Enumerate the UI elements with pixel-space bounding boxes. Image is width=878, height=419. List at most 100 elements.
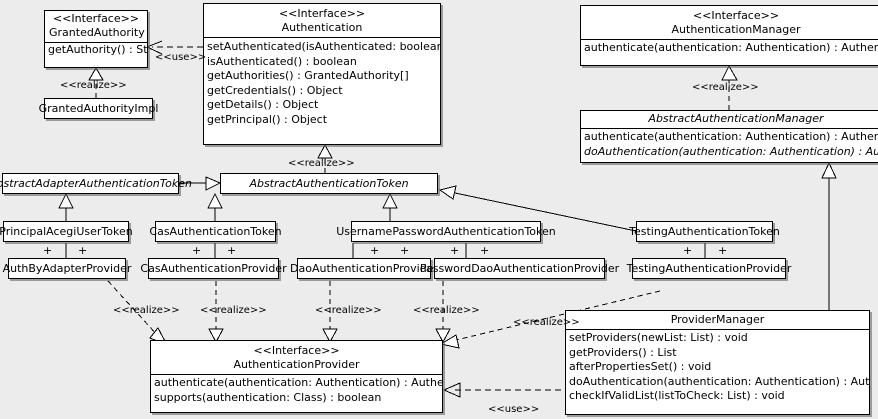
class-header-abstract-authentication-manager: AbstractAuthenticationManager [581, 111, 878, 128]
edge-label-use-providermanager-authenticationprovider: <<use>> [488, 404, 540, 415]
operation: checkIfValidList(listToCheck: List) : vo… [569, 389, 785, 402]
arrowhead-realize-authenticationmanager [721, 64, 738, 81]
operation: authenticate(authentication: Authenticat… [584, 41, 878, 54]
class-name-testing-authentication-provider: TestingAuthenticationProvider [626, 262, 792, 275]
arrowhead-generalize-abstractauthtoken-cas [207, 192, 223, 209]
class-password-dao-authentication-provider[interactable]: PasswordDaoAuthenticationProvider [419, 258, 620, 279]
assoc-adornment-plus: + [480, 244, 490, 257]
operations-authentication: setAuthenticated(isAuthenticated: boolea… [204, 37, 440, 127]
class-granted-authority[interactable]: <<Interface>> GrantedAuthority getAuthor… [44, 10, 148, 68]
operations-provider-manager: setProviders(newList: List) : void getPr… [566, 329, 869, 404]
class-cas-authentication-provider[interactable]: CasAuthenticationProvider [140, 258, 287, 279]
class-name-abstract-authentication-token: AbstractAuthenticationToken [249, 177, 409, 190]
class-authentication[interactable]: <<Interface>> Authentication setAuthenti… [203, 3, 441, 145]
class-cas-authentication-token[interactable]: CasAuthenticationToken [149, 221, 282, 242]
arrowhead-generalize-abstractauthtoken-left [205, 176, 222, 191]
operations-authentication-manager: authenticate(authentication: Authenticat… [581, 39, 878, 56]
class-name-granted-authority-impl: GrantedAuthorityImpl [38, 102, 159, 115]
class-name-password-dao-authentication-provider: PasswordDaoAuthenticationProvider [419, 262, 620, 275]
arrowhead-use-authprovider [442, 382, 461, 398]
class-name-principal-acegi-user-token: PrincipalAcegiUserToken [0, 225, 133, 238]
class-testing-authentication-token[interactable]: TestingAuthenticationToken [629, 221, 780, 242]
class-provider-manager[interactable]: ProviderManager setProviders(newList: Li… [565, 310, 870, 415]
arrowhead-generalize-abstractadaptertoken [58, 192, 74, 209]
arrowhead-realize-authentication [317, 143, 333, 159]
operation: afterPropertiesSet() : void [569, 360, 712, 373]
class-name-abstract-adapter-authentication-token: AbstractAdapterAuthenticationToken [0, 177, 192, 190]
class-header-provider-manager: ProviderManager [566, 311, 869, 329]
class-testing-authentication-provider[interactable]: TestingAuthenticationProvider [626, 258, 792, 279]
edge-label-realize-providermanager: <<realize>> [513, 317, 580, 328]
operation: getDetails() : Object [207, 98, 319, 111]
operation: supports(authentication: Class) : boolea… [154, 390, 382, 404]
operation: getProviders() : List [569, 345, 677, 359]
arrowhead-realize-authprovider-5 [439, 334, 460, 349]
operation: getCredentials() : Object [207, 83, 343, 97]
assoc-adornment-plus: + [43, 244, 53, 257]
arrowhead-realize-grantedauthority [88, 67, 104, 81]
class-name-auth-by-adapter-provider: AuthByAdapterProvider [2, 262, 132, 275]
assoc-adornment-plus: + [683, 244, 693, 257]
operations-granted-authority: getAuthority() : String [45, 42, 147, 58]
edge-label-realize-casauthenticationprovider: <<realize>> [200, 305, 267, 316]
class-dao-authentication-provider[interactable]: DaoAuthenticationProvider [290, 258, 438, 279]
arrowhead-generalize-abstractauthenticationmanager [821, 161, 837, 179]
stereotype-interface: <<Interface>> [52, 12, 140, 25]
class-auth-by-adapter-provider[interactable]: AuthByAdapterProvider [2, 258, 132, 279]
assoc-adornment-plus: + [400, 244, 410, 257]
class-header-authentication-manager: <<Interface>> AuthenticationManager [581, 6, 878, 39]
operations-authentication-provider: authenticate(authentication: Authenticat… [151, 374, 442, 405]
edge-label-realize-abstractauthenticationmanager: <<realize>> [692, 82, 759, 93]
operation: getPrincipal() : Object [207, 112, 328, 126]
assoc-adornment-plus: + [78, 244, 88, 257]
class-principal-acegi-user-token[interactable]: PrincipalAcegiUserToken [0, 221, 133, 242]
class-name-abstract-authentication-manager: AbstractAuthenticationManager [648, 112, 824, 125]
arrowhead-generalize-abstractauthtoken-upat [382, 192, 398, 209]
class-granted-authority-impl[interactable]: GrantedAuthorityImpl [38, 98, 159, 119]
operation: setProviders(newList: List) : void [569, 331, 748, 344]
class-abstract-authentication-token[interactable]: AbstractAuthenticationToken [220, 173, 438, 194]
edge-label-use-authentication-grantedauthority: <<use>> [155, 52, 207, 63]
class-name-authentication-provider: AuthenticationProvider [233, 358, 360, 371]
edge-label-realize-abstractauthenticationtoken: <<realize>> [288, 158, 355, 169]
edge-label-realize-authbyadapterprovider: <<realize>> [113, 305, 180, 316]
class-authentication-provider[interactable]: <<Interface>> AuthenticationProvider aut… [150, 340, 443, 413]
class-username-password-authentication-token[interactable]: UsernamePasswordAuthenticationToken [336, 221, 556, 242]
assoc-adornment-plus: + [718, 244, 728, 257]
class-name-granted-authority: GrantedAuthority [49, 26, 145, 39]
class-header-authentication: <<Interface>> Authentication [204, 4, 440, 37]
operation: authenticate(authentication: Authenticat… [154, 376, 442, 389]
edge-label-realize-daoauthenticationprovider: <<realize>> [315, 305, 382, 316]
class-name-cas-authentication-provider: CasAuthenticationProvider [140, 262, 287, 275]
operations-abstract-authentication-manager: authenticate(authentication: Authenticat… [581, 128, 878, 159]
class-name-dao-authentication-provider: DaoAuthenticationProvider [290, 262, 438, 275]
arrowhead-generalize-abstractauthtoken-right [438, 185, 457, 200]
class-name-authentication: Authentication [281, 21, 363, 34]
operation: authenticate(authentication: Authenticat… [584, 130, 878, 143]
assoc-adornment-plus: + [192, 244, 202, 257]
class-name-authentication-manager: AuthenticationManager [671, 23, 801, 36]
class-header-granted-authority: <<Interface>> GrantedAuthority [45, 11, 147, 42]
operation: getAuthority() : String [48, 43, 147, 56]
stereotype-interface: <<Interface>> [253, 344, 340, 357]
class-name-cas-authentication-token: CasAuthenticationToken [149, 225, 282, 238]
operation: isAuthenticated() : boolean [207, 54, 357, 68]
class-name-username-password-authentication-token: UsernamePasswordAuthenticationToken [336, 225, 556, 238]
assoc-adornment-plus: + [370, 244, 380, 257]
arrowhead-use-authprovider-lines [443, 382, 461, 398]
class-name-provider-manager: ProviderManager [670, 313, 765, 326]
operation: setAuthenticated(isAuthenticated: boolea… [207, 40, 440, 53]
stereotype-interface: <<Interface>> [278, 7, 366, 20]
stereotype-interface: <<Interface>> [692, 9, 780, 22]
class-abstract-authentication-manager[interactable]: AbstractAuthenticationManager authentica… [580, 110, 878, 163]
class-authentication-manager[interactable]: <<Interface>> AuthenticationManager auth… [580, 5, 878, 66]
operation: doAuthentication(authentication: Authent… [569, 374, 869, 388]
edge-label-realize-passworddaoauthenticationprovider: <<realize>> [413, 305, 480, 316]
assoc-adornment-plus: + [450, 244, 460, 257]
class-header-authentication-provider: <<Interface>> AuthenticationProvider [151, 341, 442, 374]
class-name-testing-authentication-token: TestingAuthenticationToken [629, 225, 780, 238]
edge-label-realize-grantedauthorityimpl: <<realize>> [60, 80, 127, 91]
assoc-adornment-plus: + [227, 244, 237, 257]
class-abstract-adapter-authentication-token[interactable]: AbstractAdapterAuthenticationToken [0, 173, 192, 194]
